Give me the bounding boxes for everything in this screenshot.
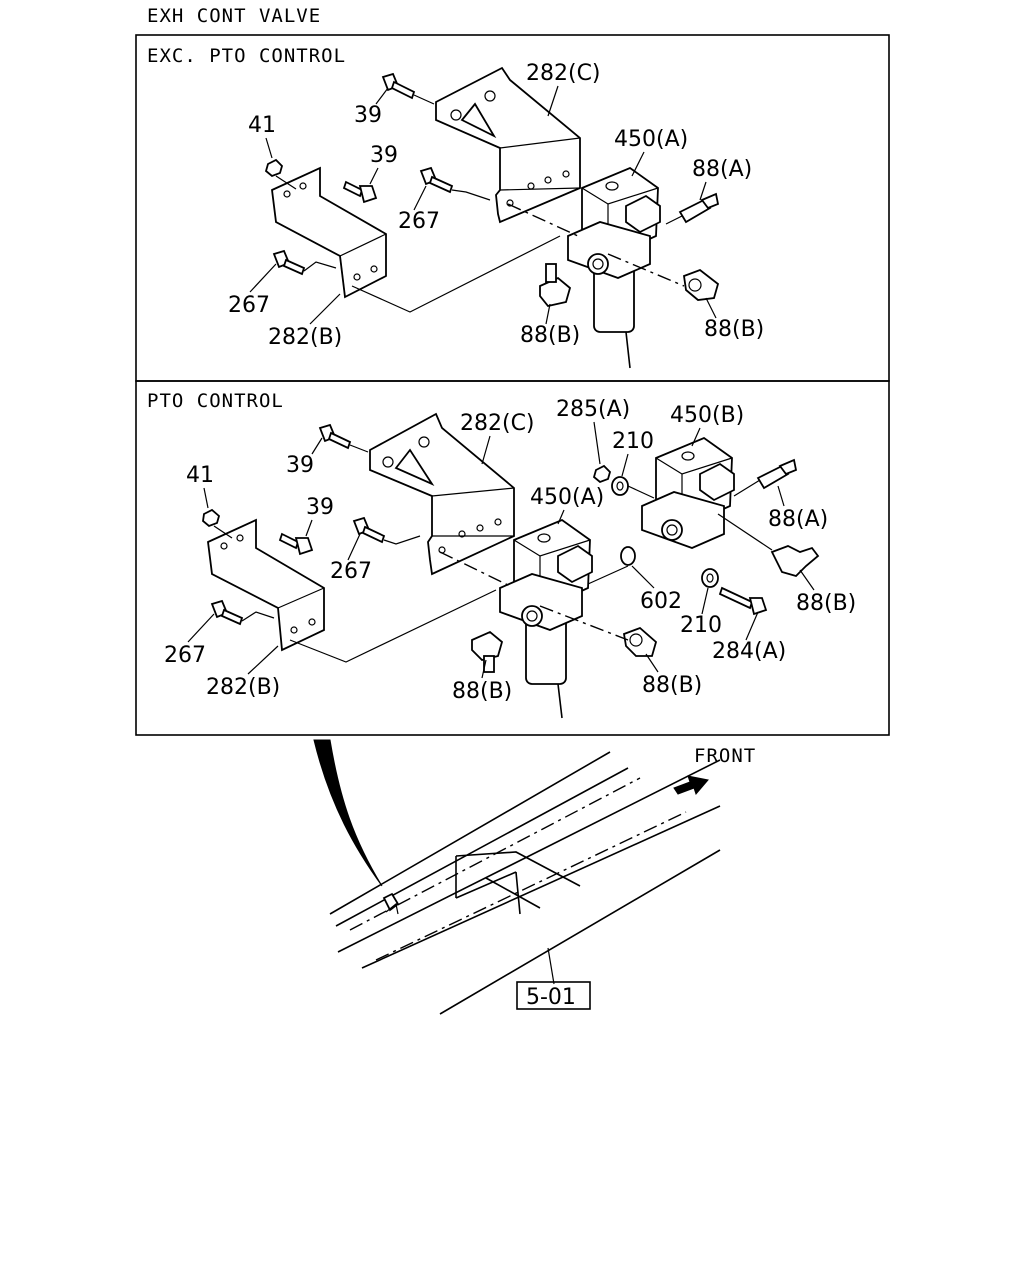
panel-title-pto: PTO CONTROL [147,390,284,412]
callout-285a: 285(A) [556,397,630,422]
callout-284a: 284(A) [712,639,786,664]
callout-450a-lower: 450(A) [530,485,604,510]
reference-box [516,981,591,1010]
callout-282b-upper: 282(B) [268,325,342,350]
panel-border-bottom [135,380,890,736]
callout-39-upper-a: 39 [354,103,382,128]
callout-267-upper-a: 267 [398,209,440,234]
callout-210-upper: 210 [612,429,654,454]
bolt-39-upper [381,72,435,105]
callout-267-lower-a: 267 [330,559,372,584]
fitting-88b-lower-left [471,630,504,673]
callout-282c-lower: 282(C) [460,411,535,436]
valve-location-marker [382,892,400,915]
nut-285a [592,464,612,484]
chassis-locator: 5-01 FRONT [313,739,756,1015]
valve-450a-lower [499,518,593,719]
bolt-267-upper-right [419,166,491,201]
fitting-88a-upper [665,192,720,225]
assembly-line-lower [289,589,497,663]
callout-282c-upper: 282(C) [526,61,601,86]
callout-88b-lower-middle: 88(B) [642,673,702,698]
center-line-lower [439,551,511,587]
washer-210-upper [611,476,629,496]
callout-39-lower-a: 39 [286,453,314,478]
nut-41-lower [202,508,233,539]
callout-39-upper-b: 39 [370,143,398,168]
callout-450a-upper: 450(A) [614,127,688,152]
callout-88a-upper: 88(A) [692,157,752,182]
washer-210-lower [701,568,719,588]
bolt-284a [718,586,768,616]
center-line-upper [507,203,579,237]
callout-602: 602 [640,589,682,614]
bolt-267-upper-left [272,249,337,276]
callout-88a-lower: 88(A) [768,507,828,532]
callout-88b-upper-left: 88(B) [520,323,580,348]
callout-41-upper: 41 [248,113,276,138]
valve-450a-upper [567,166,661,369]
bracket-282b-lower [207,518,325,652]
callout-88b-lower-right: 88(B) [796,591,856,616]
panel-title-exc-pto: EXC. PTO CONTROL [147,45,346,67]
bolt-39-lower-middle [278,532,314,556]
front-arrow-icon [673,775,709,795]
bolt-39-middle [342,180,378,204]
bolt-267-lower-right [352,516,421,545]
fitting-88a-lower [756,458,798,490]
callout-450b: 450(B) [670,403,744,428]
exc-pto-assembly [264,66,720,369]
fitting-88b-upper-left [539,263,572,308]
assembly-line-upper [351,235,561,313]
reference-box-label: 5-01 [526,985,576,1010]
callout-210-lower: 210 [680,613,722,638]
o-ring-602 [620,546,636,566]
front-label: FRONT [694,745,756,767]
fitting-88b-lower-right [770,545,820,578]
callout-282b-lower: 282(B) [206,675,280,700]
fitting-88b-upper-right [683,268,720,301]
bolt-267-lower-left [210,599,275,626]
nut-41-upper [264,158,297,190]
fitting-88b-lower-middle [622,626,658,657]
callout-267-lower-b: 267 [164,643,206,668]
callout-41-lower: 41 [186,463,214,488]
callouts-upper: 282(C) 39 41 39 450(A) 88(A) 267 267 282… [228,61,764,350]
callout-39-lower-b: 39 [306,495,334,520]
diagram-title: EXH CONT VALVE [147,5,321,27]
pto-assembly [202,412,820,719]
callout-88b-lower-left: 88(B) [452,679,512,704]
pointer-swoosh [313,739,383,887]
valve-450b [641,436,735,549]
bracket-282c [435,66,581,224]
bracket-282c-lower [369,412,515,576]
callouts-lower: 39 282(C) 285(A) 450(B) 210 41 39 450(A)… [164,397,856,704]
callout-267-upper-b: 267 [228,293,270,318]
bolt-39-lower-upper [318,423,369,453]
bracket-282b-upper [271,166,387,299]
callout-88b-upper-right: 88(B) [704,317,764,342]
